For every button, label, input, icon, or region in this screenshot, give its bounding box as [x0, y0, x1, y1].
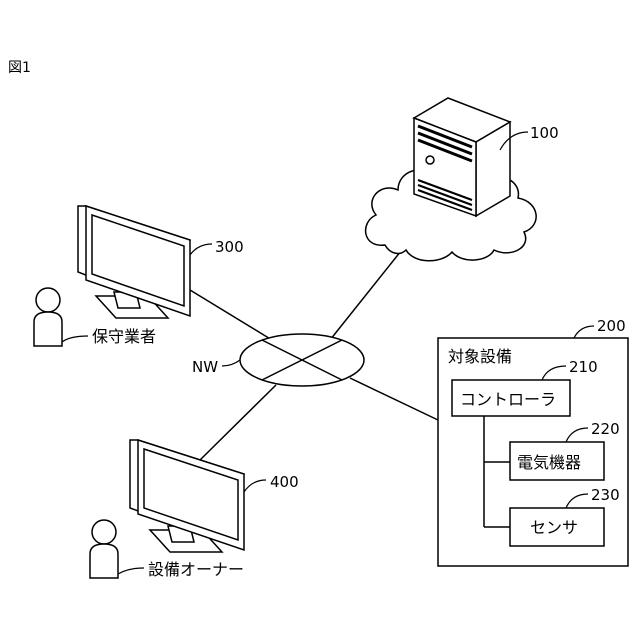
maintenance-user-icon — [34, 288, 62, 346]
owner-ref: 400 — [270, 473, 299, 491]
sensor-label: センサ — [530, 518, 578, 537]
owner-user-label: 設備オーナー — [148, 560, 244, 579]
leader-line-owner-user — [118, 568, 144, 574]
leader-line-400 — [244, 480, 266, 492]
server-ref: 100 — [530, 124, 559, 142]
line-owner-network — [200, 385, 276, 460]
equipment-ref: 220 — [591, 420, 620, 438]
owner-monitor-icon — [130, 440, 244, 552]
equipment-label: 電気機器 — [517, 453, 581, 472]
leader-line-nw — [222, 360, 240, 366]
server-icon — [414, 98, 510, 216]
maintenance-monitor-icon — [78, 206, 190, 318]
maintenance-ref: 300 — [215, 238, 244, 256]
network-icon — [240, 334, 364, 386]
figure-label: 図1 — [8, 60, 31, 76]
maintenance-user-label: 保守業者 — [92, 327, 156, 346]
sensor-ref: 230 — [591, 486, 620, 504]
line-maintenance-network — [190, 290, 272, 340]
leader-line-maintenance-user — [62, 336, 88, 342]
controller-ref: 210 — [569, 358, 598, 376]
facility-title: 対象設備 — [448, 347, 512, 366]
line-server-network — [330, 246, 405, 340]
line-network-facility — [350, 378, 438, 420]
controller-label: コントローラ — [460, 390, 556, 409]
facility-ref: 200 — [597, 317, 626, 335]
leader-line-200 — [574, 326, 594, 338]
leader-line-300 — [190, 244, 212, 255]
owner-user-icon — [90, 520, 118, 578]
network-label: NW — [192, 358, 218, 376]
